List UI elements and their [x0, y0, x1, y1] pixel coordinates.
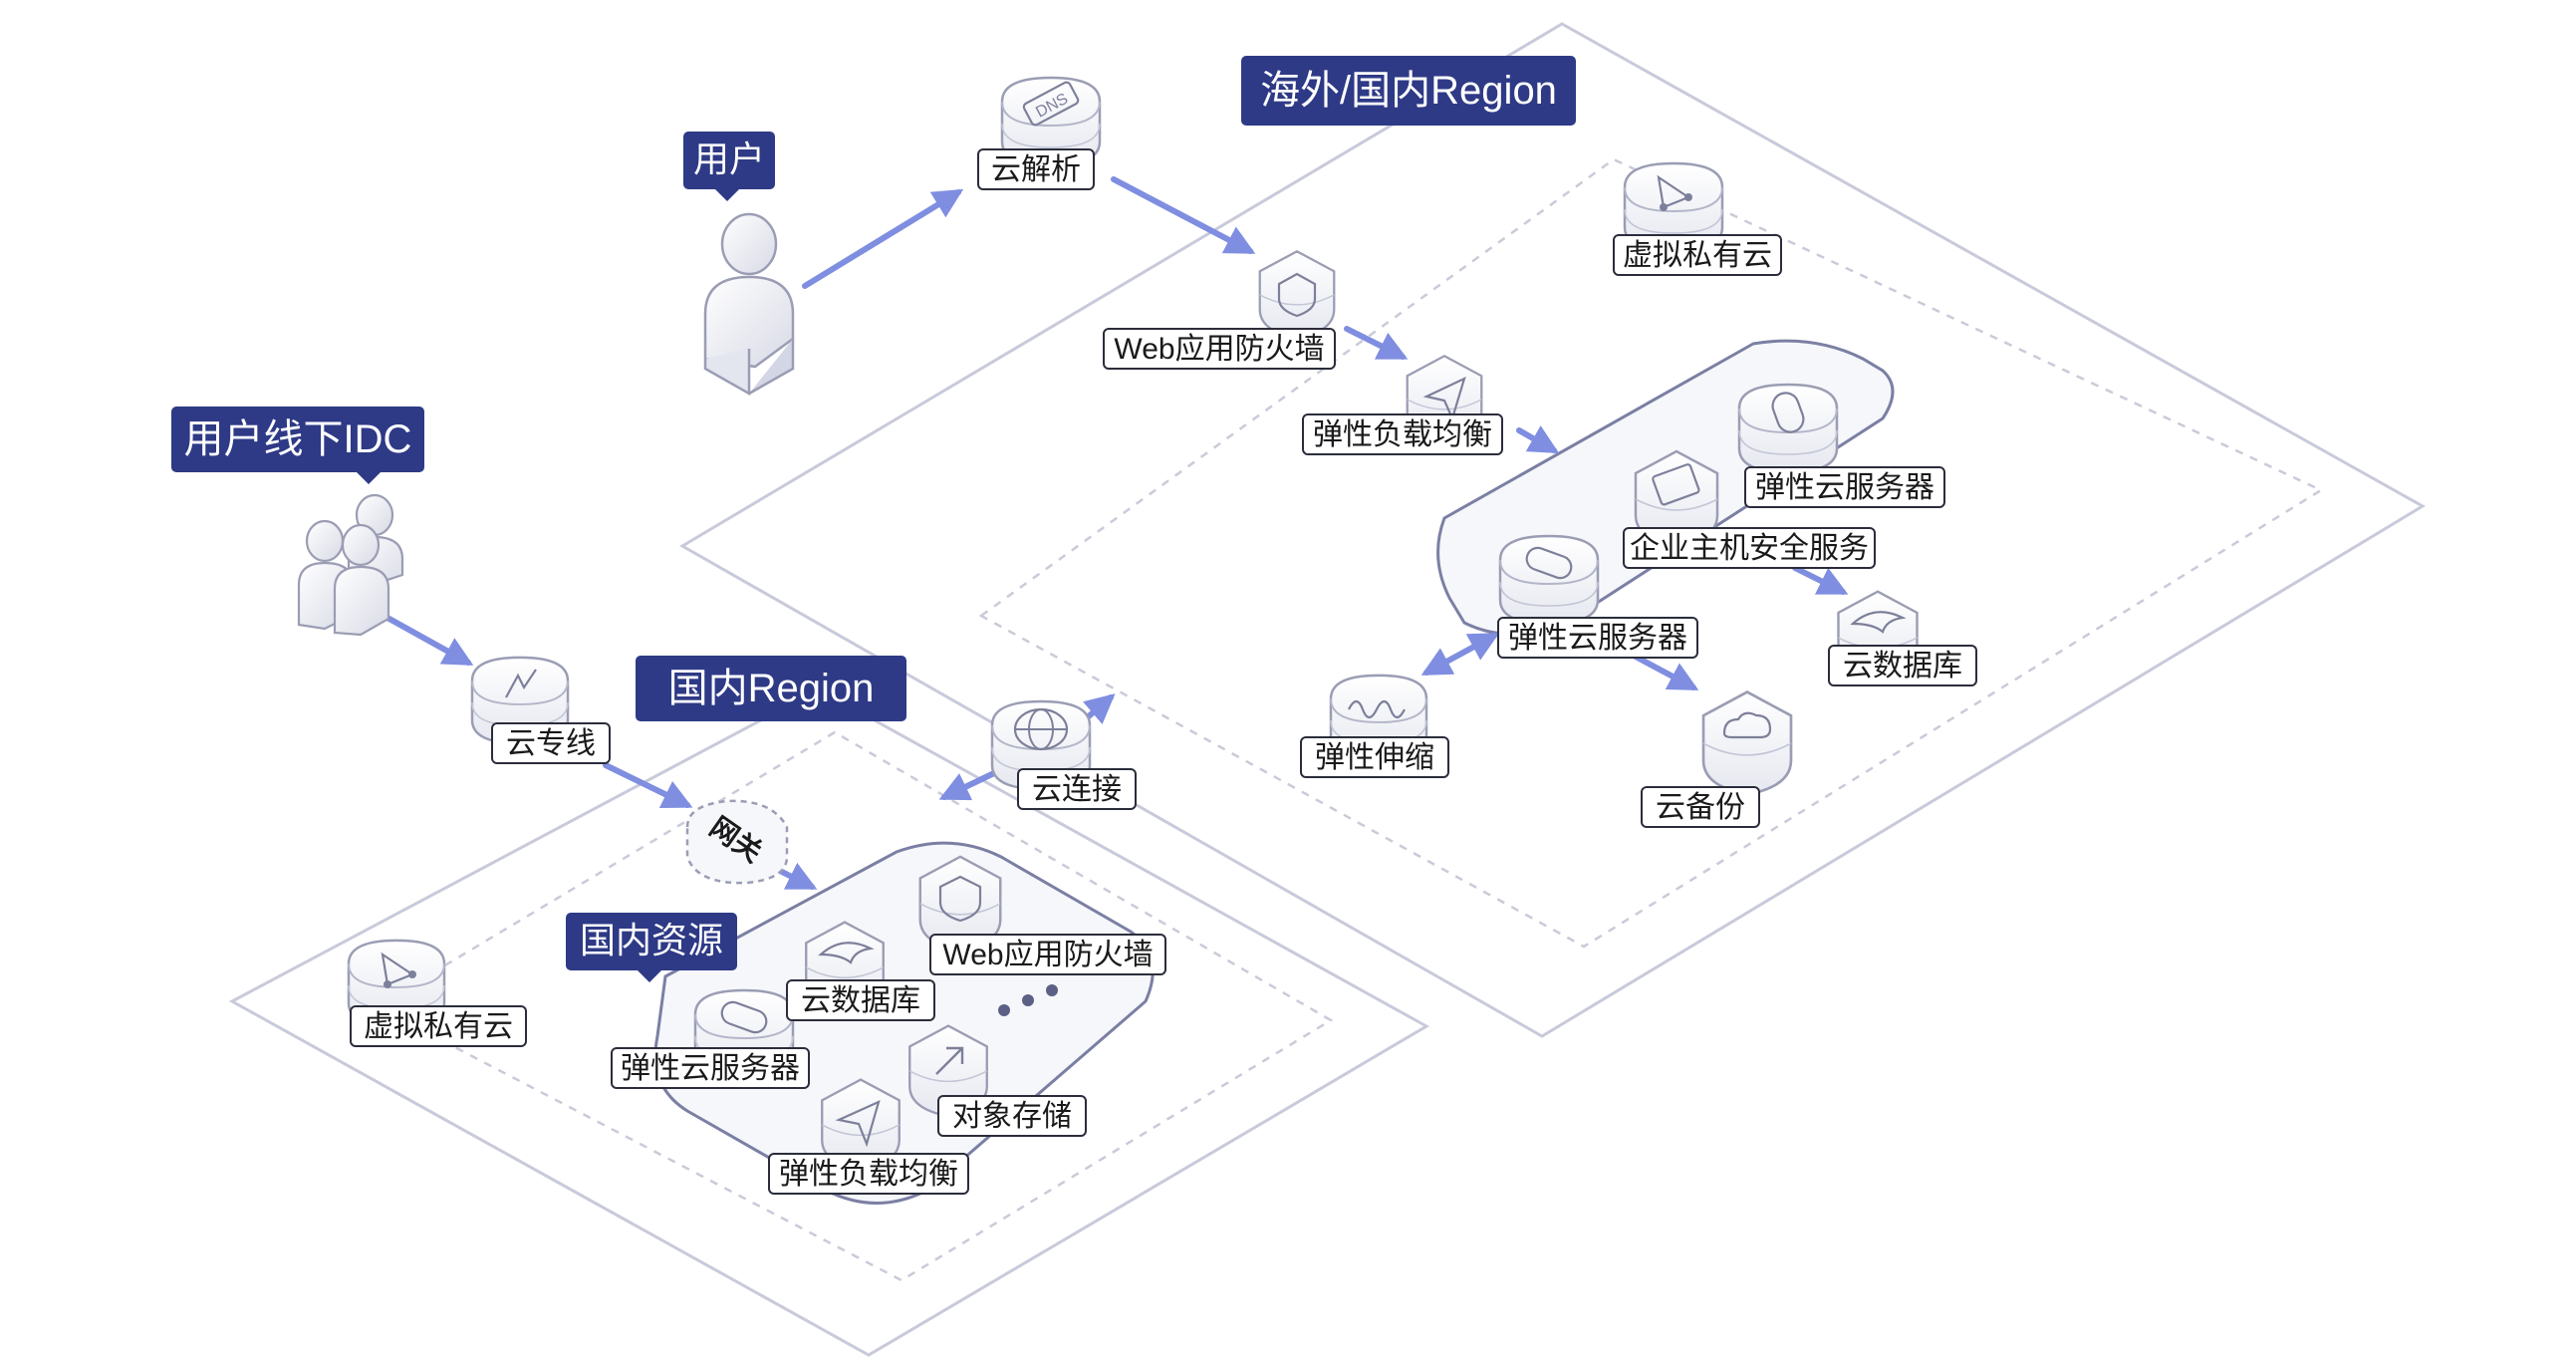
ecs-top-center-label: 弹性云服务器 — [1497, 617, 1698, 659]
cbr-label: 云备份 — [1641, 786, 1760, 828]
svg-text:弹性云服务器: 弹性云服务器 — [1755, 471, 1934, 504]
waf-top-label: Web应用防火墙 — [1103, 328, 1336, 370]
user-tag: 用户 — [683, 132, 775, 201]
cc-label: 云连接 — [1017, 768, 1137, 810]
svg-text:国内资源: 国内资源 — [580, 920, 723, 960]
hss-label: 企业主机安全服务 — [1623, 527, 1876, 569]
svg-text:云数据库: 云数据库 — [801, 984, 920, 1017]
svg-text:弹性云服务器: 弹性云服务器 — [621, 1052, 800, 1085]
arrow-up-icon — [908, 1024, 988, 1118]
svg-text:云备份: 云备份 — [1656, 791, 1745, 824]
rds-top-label: 云数据库 — [1828, 645, 1977, 686]
domestic-resources-tag: 国内资源 — [566, 913, 737, 982]
domestic-region-inner-dashed — [374, 730, 1334, 1282]
vpc-bottom-label: 虚拟私有云 — [350, 1005, 527, 1047]
arrow-idc-to-dc — [376, 610, 474, 666]
network-triangle-icon — [1623, 161, 1724, 253]
svg-text:弹性负载均衡: 弹性负载均衡 — [779, 1158, 958, 1191]
arrow-ecs-to-cbr — [1631, 653, 1699, 690]
svg-text:虚拟私有云: 虚拟私有云 — [364, 1010, 513, 1043]
dolphin-icon — [1837, 590, 1919, 685]
rds-bottom-label: 云数据库 — [786, 979, 935, 1021]
server-pill-icon — [1498, 534, 1600, 626]
slb-top-label: 弹性负载均衡 — [1302, 413, 1503, 455]
server-pill-icon — [1737, 383, 1839, 474]
svg-text:弹性云服务器: 弹性云服务器 — [1508, 622, 1687, 655]
svg-text:弹性负载均衡: 弹性负载均衡 — [1313, 418, 1492, 451]
svg-text:云连接: 云连接 — [1032, 773, 1122, 806]
shield-icon — [1258, 250, 1336, 340]
overseas-region-platform — [679, 22, 2426, 1038]
arrow-cc-to-domestic — [938, 769, 999, 801]
arrow-user-to-dns — [802, 188, 964, 289]
svg-text:云专线: 云专线 — [506, 727, 596, 760]
svg-text:Web应用防火墙: Web应用防火墙 — [1114, 333, 1324, 366]
dns-label: 云解析 — [977, 148, 1095, 190]
spring-icon — [1329, 674, 1428, 763]
arrow-dc-to-gateway — [603, 762, 693, 808]
arrow-ecs-as — [1420, 633, 1500, 676]
vpc-top-label: 虚拟私有云 — [1613, 234, 1782, 276]
dc-label: 云专线 — [491, 722, 611, 764]
domestic-region-platform — [228, 687, 1430, 1357]
arrow-hss-to-rds — [1792, 565, 1849, 595]
svg-text:弹性伸缩: 弹性伸缩 — [1315, 741, 1434, 774]
svg-text:云数据库: 云数据库 — [1843, 650, 1962, 682]
svg-text:虚拟私有云: 虚拟私有云 — [1623, 239, 1772, 272]
svg-text:用户: 用户 — [693, 138, 765, 179]
group-icon — [297, 493, 404, 637]
cloud-backup-icon — [1701, 690, 1793, 796]
user-icon — [703, 212, 795, 397]
network-triangle-icon — [347, 939, 446, 1028]
window-icon — [1634, 449, 1719, 549]
svg-text:用户线下IDC: 用户线下IDC — [184, 417, 412, 461]
arrow-waf-to-slb — [1344, 326, 1409, 360]
ecs-bottom-label: 弹性云服务器 — [611, 1047, 810, 1089]
slb-bottom-label: 弹性负载均衡 — [768, 1153, 969, 1195]
gateway-node: 网关 — [685, 799, 789, 885]
more-services-dots — [998, 984, 1058, 1016]
dolphin-icon — [805, 921, 885, 1014]
globe-icon — [990, 699, 1092, 791]
svg-text:Web应用防火墙: Web应用防火墙 — [942, 939, 1153, 971]
obs-label: 对象存储 — [937, 1095, 1087, 1137]
svg-text:云解析: 云解析 — [991, 153, 1081, 186]
arrow-slb-to-container — [1516, 425, 1560, 453]
svg-text:海外/国内Region: 海外/国内Region — [1260, 69, 1557, 113]
shield-icon — [918, 855, 1002, 953]
server-pill-icon — [693, 988, 795, 1080]
overseas-region-tag: 海外/国内Region — [1241, 56, 1576, 126]
paper-plane-icon — [821, 1078, 901, 1172]
waf-bottom-label: Web应用防火墙 — [929, 934, 1166, 975]
direct-link-icon — [470, 656, 570, 745]
dns-icon: DNS — [1000, 76, 1102, 167]
svg-text:对象存储: 对象存储 — [952, 1100, 1072, 1133]
svg-text:企业主机安全服务: 企业主机安全服务 — [1630, 532, 1869, 565]
svg-text:国内Region: 国内Region — [668, 667, 875, 710]
as-label: 弹性伸缩 — [1300, 736, 1449, 778]
ecs-top-right-label: 弹性云服务器 — [1744, 466, 1945, 508]
domestic-region-tag: 国内Region — [636, 656, 906, 721]
user-idc-tag: 用户线下IDC — [171, 407, 424, 484]
node-labels: 云解析 Web应用防火墙 弹性负载均衡 虚拟私有云 弹性云服务器 企业主机安全服… — [350, 148, 1977, 1195]
arrow-dns-to-waf — [1111, 176, 1256, 254]
